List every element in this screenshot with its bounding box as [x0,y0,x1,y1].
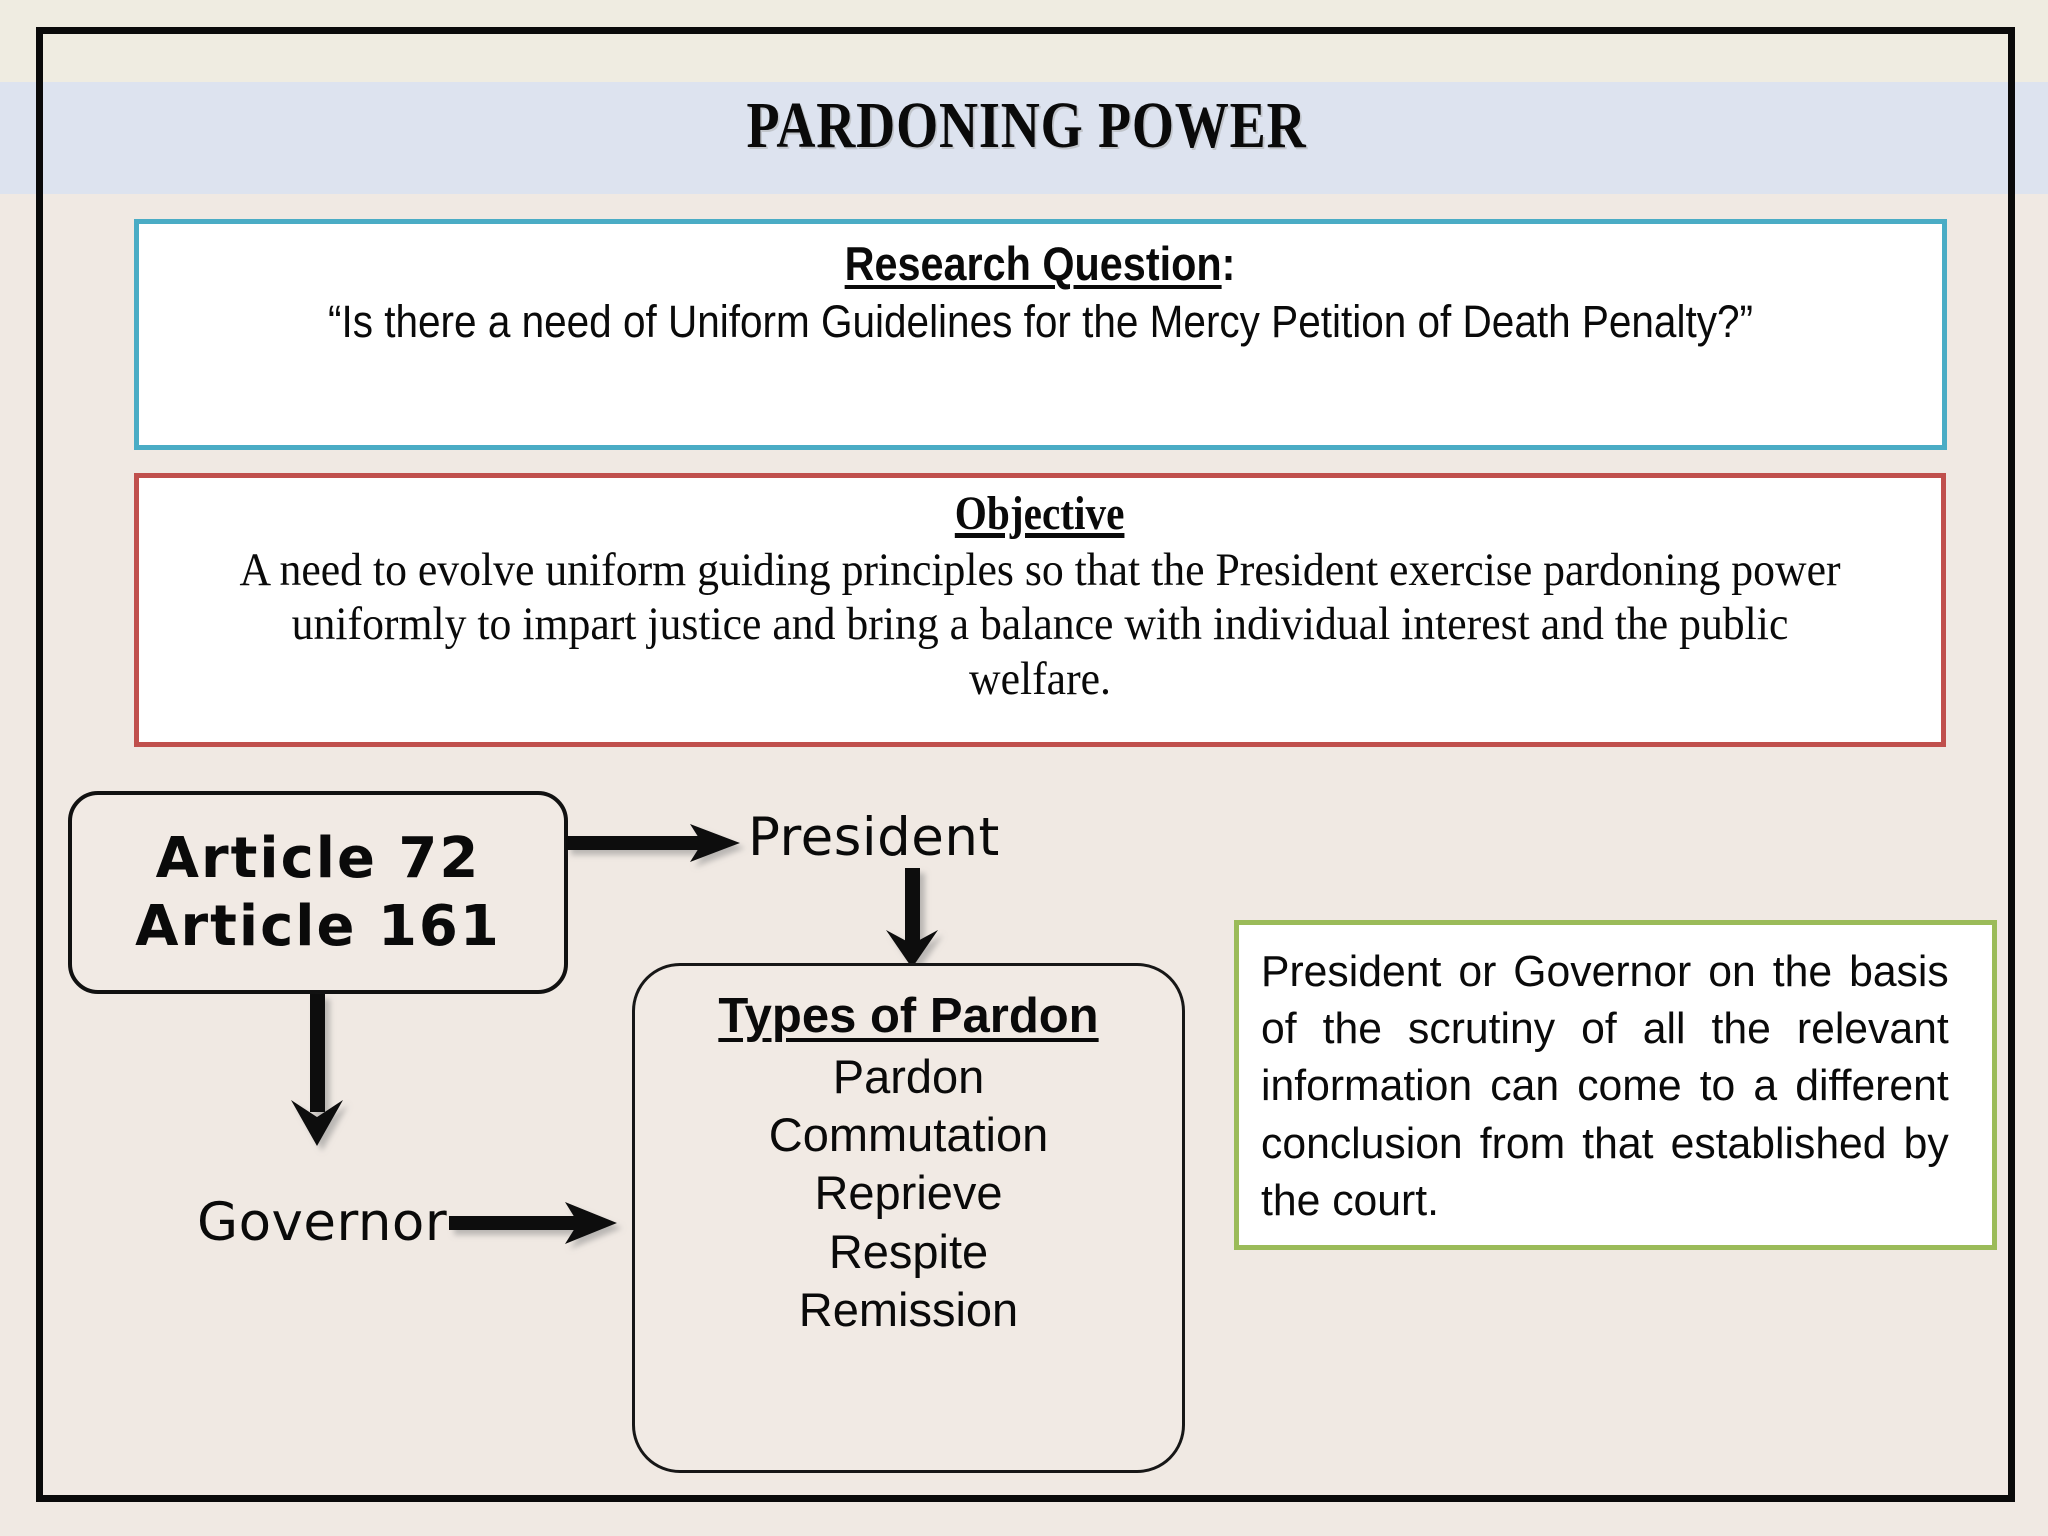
research-question-heading: Research Question: [845,237,1236,291]
article-line-161: Article 161 [135,893,501,959]
types-of-pardon-heading: Types of Pardon [718,988,1098,1046]
objective-box: Objective A need to evolve uniform guidi… [134,473,1946,747]
article-line-72: Article 72 [155,826,481,892]
list-item: Respite [828,1224,989,1278]
objective-heading-text: Objective [955,487,1125,540]
president-label: President [748,807,1000,868]
article-box: Article 72 Article 161 [68,791,568,994]
types-of-pardon-heading-text: Types of Pardon [718,989,1099,1043]
types-of-pardon-list: Pardon Commutation Reprieve Respite Remi… [635,1048,1182,1339]
list-item: Commutation [768,1108,1049,1162]
research-question-text: “Is there a need of Uniform Guidelines f… [328,295,1753,347]
research-question-box: Research Question: “Is there a need of U… [134,219,1947,450]
list-item: Reprieve [814,1166,1003,1220]
research-question-heading-colon: : [1222,237,1236,290]
governor-label: Governor [197,1192,448,1253]
objective-text: A need to evolve uniform guiding princip… [239,543,1841,705]
research-question-heading-text: Research Question [845,237,1223,290]
objective-heading: Objective [955,487,1125,541]
top-strip [0,0,2048,82]
list-item: Pardon [832,1049,985,1103]
list-item: Remission [798,1282,1019,1336]
title-band [0,82,2048,194]
types-of-pardon-box: Types of Pardon Pardon Commutation Repri… [632,963,1185,1473]
page-title: PARDONING POWER [746,89,1307,162]
note-box: President or Governor on the basis of th… [1234,920,1997,1250]
note-text: President or Governor on the basis of th… [1261,947,1949,1225]
